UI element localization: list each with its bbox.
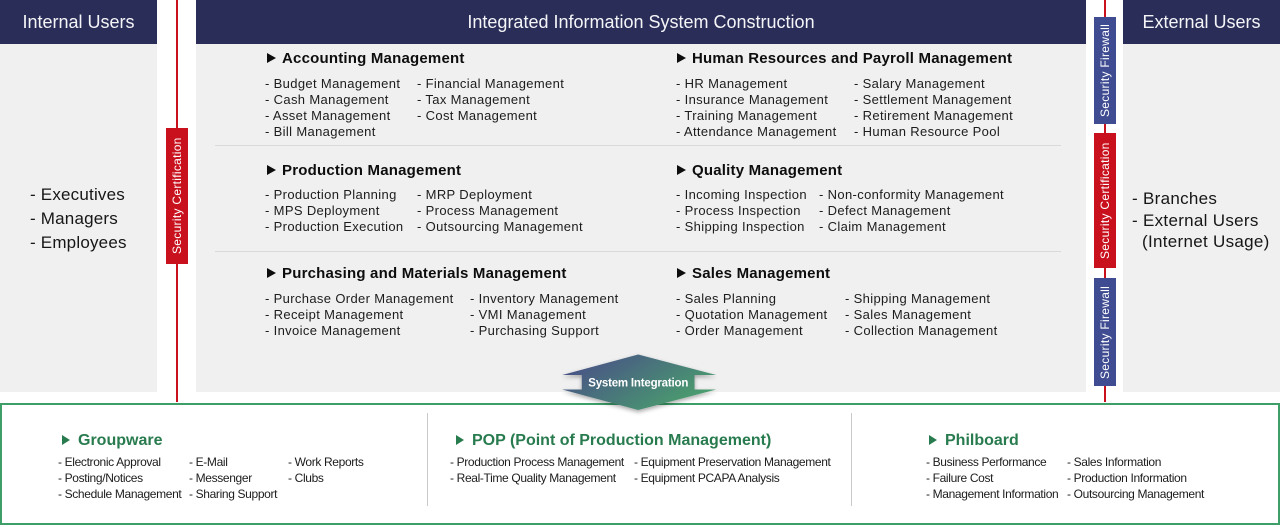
svg-text:System Integration: System Integration xyxy=(588,378,688,390)
